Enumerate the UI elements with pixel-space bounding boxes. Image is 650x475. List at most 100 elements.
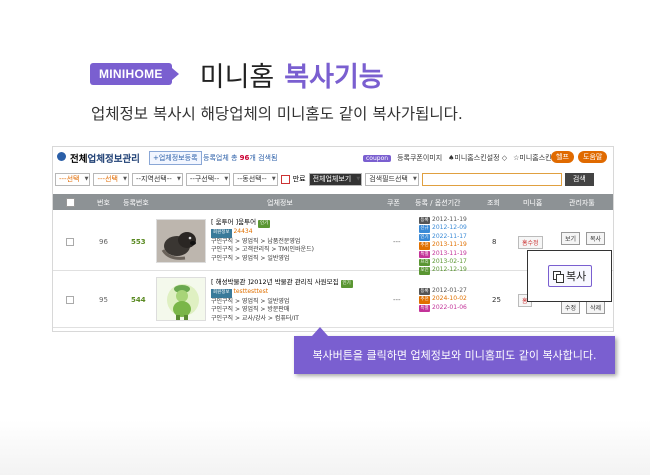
copy-button[interactable]: 복사 [548,265,593,287]
admin-title: 전체업체정보관리 [70,151,140,165]
view-count: 25 [492,296,501,304]
member-info-tag[interactable]: 회원정보 [211,289,232,298]
date-label: 특별 [419,250,430,259]
filter-select-1[interactable]: ---선택 [55,172,91,186]
view-count: 8 [492,238,497,246]
admin-screenshot-panel: 전체업체정보관리 +업체정보등록 등록업체 총 96개 검색됨 coupon 등… [52,146,614,332]
date-value: 2012-01-27 [432,287,467,294]
popular-tag: 인기 [340,280,353,289]
row-number: 96 [99,238,108,246]
company-title[interactable]: [ 움투어 ]움투어 [211,218,257,226]
delete-button[interactable]: 삭제 [586,301,606,314]
field-select[interactable]: 검색필드선택 [365,172,419,186]
copy-button-small[interactable]: 복사 [586,232,606,245]
date-value: 2022-11-17 [432,232,467,240]
count-value: 96 [239,154,250,162]
minihome-edit-button[interactable]: 홈수정 [518,236,543,249]
dog-thumbnail [156,219,206,263]
member-id: testtesttest [233,288,269,296]
page-title: 미니홈 복사기능 [200,55,384,94]
result-count: 등록업체 총 96개 검색됨 [203,153,277,163]
row-reg-number: 544 [131,296,146,304]
skin-setting-link-2[interactable]: ☆미니홈스킨설정 X [513,154,572,162]
date-value: 2013-11-19 [432,241,467,249]
header-coupon: 쿠폰 [387,199,400,207]
expired-checkbox[interactable] [280,174,290,184]
select-all-checkbox[interactable] [66,198,75,207]
help-pill[interactable]: 헬프 [551,151,574,163]
popular-tag: 인기 [258,220,271,229]
date-value: 2012-12-19 [432,266,467,274]
tooltip-text: 복사버튼을 클릭하면 업체정보와 미니홈피도 같이 복사합니다. [312,349,597,362]
date-label: 추천 [419,296,430,304]
info-icon [57,152,66,161]
filter-bar: ---선택 ---선택 --지역선택-- --구선택-- --동선택-- 만료 … [53,170,613,188]
date-label: 등록 [419,217,430,225]
title-accent: 복사기능 [284,61,384,93]
coupon-image-link[interactable]: 등록쿠폰이미지 [397,154,443,162]
title-main: 업체정보관리 [87,154,140,165]
table-header: 번호 등록번호 업체정보 쿠폰 등록 / 옵션기간 조회 미니홈 관리자툴 [53,194,613,210]
header-reg: 등록번호 [123,199,149,207]
row-number: 95 [99,296,108,304]
category-line: 구인구직 > 교사/강사 > 컴퓨터/IT [211,314,299,322]
title-plain: 미니홈 [199,61,275,93]
category-line: 구인구직 > 영업직 > 방문판매 [211,306,290,314]
date-label: 추천 [419,242,430,250]
row-reg-number: 553 [131,238,146,246]
date-label: 프리 [419,259,430,267]
search-input[interactable] [421,172,562,186]
bottom-fade [0,420,650,475]
edit-button[interactable]: 수정 [561,301,581,314]
company-info: [ 해성박물관 ]2012년 박물관 관리직 사원모집 인기 회원정보 test… [211,278,353,323]
minihome-badge: MINIHOME [90,63,179,85]
district-select[interactable]: --구선택-- [185,172,231,186]
expired-label: 만료 [292,175,306,183]
mascot-icon [157,278,205,320]
register-company-button[interactable]: +업체정보등록 [149,151,202,165]
topbar-links: coupon 등록쿠폰이미지 ♠미니홈스킨설정 ◇ ☆미니홈스킨설정 X [363,153,572,163]
copy-tooltip: 복사버튼을 클릭하면 업체정보와 미니홈피도 같이 복사합니다. [294,327,615,374]
admin-topbar: 전체업체정보관리 +업체정보등록 등록업체 총 96개 검색됨 coupon 등… [53,147,613,169]
header-minihome: 미니홈 [523,199,543,207]
mascot-thumbnail [156,277,206,321]
filter-select-2[interactable]: ---선택 [93,172,129,186]
company-title[interactable]: [ 해성박물관 ]2012년 박물관 관리직 사원모집 [211,278,339,286]
coupon-value: --- [393,296,401,304]
header-num: 번호 [97,199,110,207]
member-info-tag[interactable]: 회원정보 [211,229,232,238]
view-select[interactable]: 전체업체보기 [308,172,363,186]
date-value: 2012-11-19 [432,216,467,223]
count-post: 개 검색됨 [249,154,278,162]
header-tools: 관리자툴 [569,199,595,207]
skin-setting-link-1[interactable]: ♠미니홈스킨설정 ◇ [448,154,508,162]
date-value: 2022-01-06 [432,303,467,311]
table-row: 95 544 [ 해성박물관 ]2012년 박물관 관리직 사원모집 인기 회원… [53,272,613,328]
guide-pill[interactable]: 도움말 [578,151,608,163]
header-period: 등록 / 옵션기간 [415,199,461,207]
coupon-value: --- [393,238,401,246]
title-prefix: 전체 [70,154,88,165]
date-value: 2013-02-17 [432,258,467,266]
category-line: 구인구직 > 영업직 > 일반영업 [211,254,290,262]
view-button[interactable]: 보기 [561,232,581,245]
company-info: [ 움투어 ]움투어 인기 회원정보 24434 구인구직 > 영업직 > 납품… [211,218,314,263]
category-line: 구인구직 > 영업직 > 납품전문영업 [211,237,301,245]
region-select[interactable]: --지역선택-- [131,172,183,186]
header-info: 업체정보 [267,199,293,207]
row-checkbox[interactable] [66,238,74,246]
copy-icon [553,271,564,283]
row-checkbox[interactable] [66,296,74,304]
hero-header: MINIHOME 미니홈 복사기능 [90,52,384,96]
date-value: 2013-11-19 [432,249,467,257]
category-line: 구인구직 > 고객관리직 > TM(인바운드) [211,246,314,254]
count-pre: 등록업체 총 [203,154,238,162]
search-button[interactable]: 검색 [564,172,594,186]
dong-select[interactable]: --동선택-- [233,172,278,186]
